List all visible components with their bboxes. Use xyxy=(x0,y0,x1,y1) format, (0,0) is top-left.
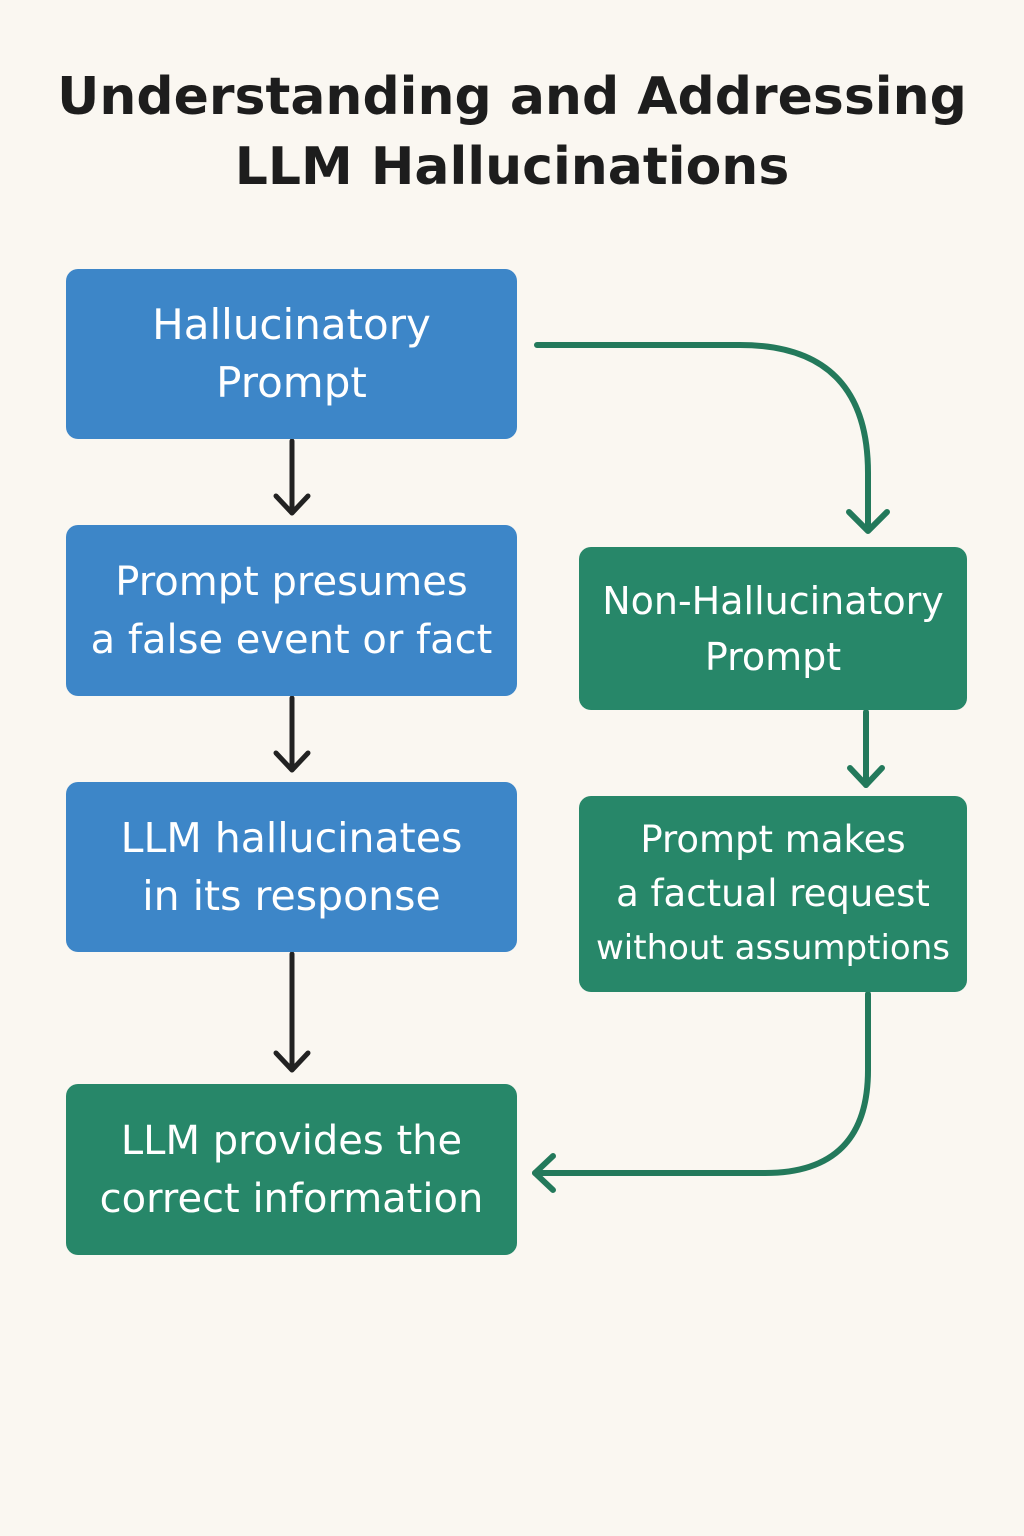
title-line-2: LLM Hallucinations xyxy=(234,137,790,197)
node-llm-provides-correct: LLM provides the correct information xyxy=(66,1084,517,1255)
node-factual-request: Prompt makes a factual request without a… xyxy=(579,796,967,992)
arrow-hallucinatory-to-presumes xyxy=(273,438,311,516)
node-label-line: Prompt makes xyxy=(640,818,906,861)
node-label-line: without assumptions xyxy=(596,928,950,968)
node-label-line: LLM provides the xyxy=(120,1117,463,1164)
arrow-factual-to-correct xyxy=(532,991,871,1193)
title-line-1: Understanding and Addressing xyxy=(57,67,967,127)
node-label-line: Hallucinatory xyxy=(152,300,431,349)
node-non-hallucinatory-prompt: Non-Hallucinatory Prompt xyxy=(579,547,967,710)
node-label-line: Prompt xyxy=(704,634,842,679)
node-label-line: a false event or fact xyxy=(90,616,493,663)
arrow-presumes-to-hallucinates xyxy=(273,695,311,773)
node-label-line: correct information xyxy=(99,1175,484,1222)
node-label-line: Prompt presumes xyxy=(115,558,468,605)
arrow-nonhallucinatory-to-factual xyxy=(847,709,885,788)
node-llm-hallucinates: LLM hallucinates in its response xyxy=(66,782,517,952)
node-label-line: LLM hallucinates xyxy=(120,814,463,862)
node-hallucinatory-prompt: Hallucinatory Prompt xyxy=(66,269,517,439)
arrow-hallucinatory-to-nonhallucinatory xyxy=(534,342,890,534)
diagram-title: Understanding and Addressing LLM Halluci… xyxy=(0,62,1024,202)
node-prompt-presumes-false: Prompt presumes a false event or fact xyxy=(66,525,517,696)
arrow-hallucinates-to-correct xyxy=(273,951,311,1073)
node-label-line: in its response xyxy=(142,872,441,920)
node-label-line: Prompt xyxy=(216,358,367,407)
node-label-line: a factual request xyxy=(616,872,930,915)
node-label-line: Non-Hallucinatory xyxy=(602,578,944,623)
